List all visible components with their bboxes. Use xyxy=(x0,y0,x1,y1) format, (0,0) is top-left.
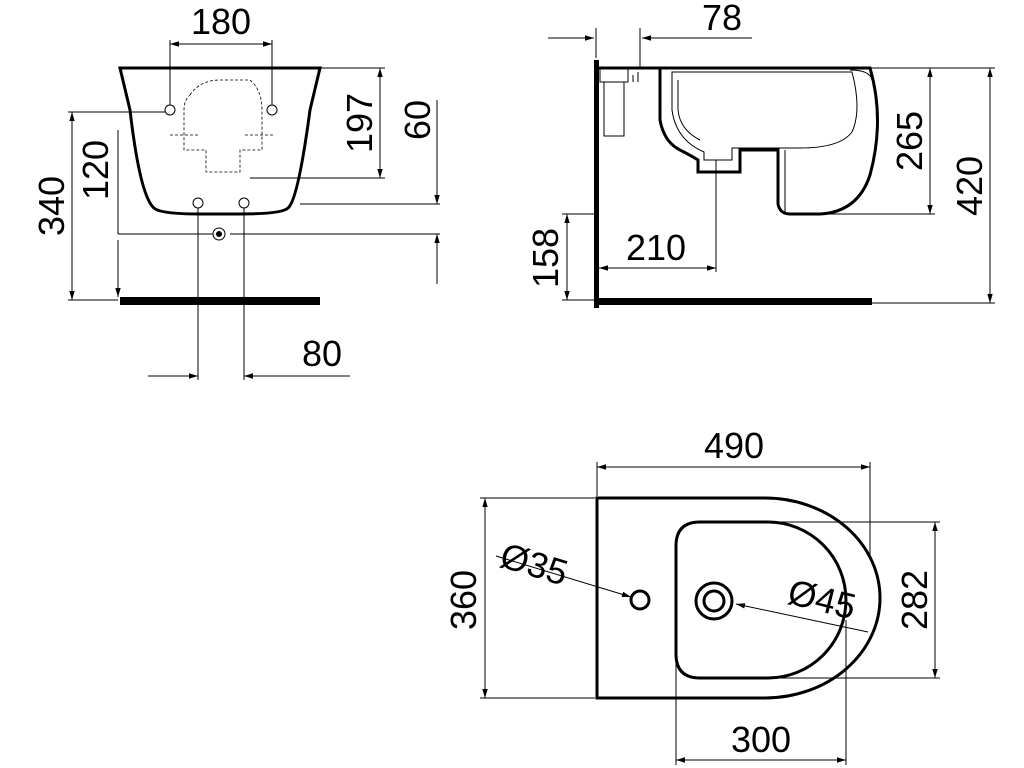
side-floor-line xyxy=(594,298,872,305)
front-dim-60: 60 xyxy=(397,100,438,140)
side-dim-265: 265 xyxy=(889,111,930,171)
front-supply-hole-fill xyxy=(216,231,222,237)
side-dim-210: 210 xyxy=(626,227,686,268)
top-dim-282: 282 xyxy=(894,570,935,630)
top-dim-45: Ø45 xyxy=(784,571,860,627)
side-dim-78: 78 xyxy=(702,0,742,38)
side-body-outline xyxy=(599,66,879,216)
front-floor-line xyxy=(120,297,320,305)
top-leader-45 xyxy=(735,603,869,633)
top-body-outline xyxy=(595,496,882,700)
front-hole-bottom-right xyxy=(238,197,250,209)
front-bowl-outline xyxy=(118,66,322,216)
front-dim-197: 197 xyxy=(339,93,380,153)
top-dim-35: Ø35 xyxy=(496,534,573,593)
front-hole-bottom-left xyxy=(192,197,204,209)
side-bowl-inner xyxy=(671,71,858,161)
front-dim-180: 180 xyxy=(191,1,251,42)
front-hidden-cavity xyxy=(183,79,263,173)
side-dim-158: 158 xyxy=(525,228,566,288)
top-leader-35 xyxy=(495,555,632,598)
top-bowl-outline xyxy=(674,520,848,680)
front-view: 180 197 60 340 120 80 xyxy=(31,1,440,380)
side-dim-420: 420 xyxy=(949,156,990,216)
side-wall-line xyxy=(594,60,599,308)
front-fixing-hole-left xyxy=(164,104,176,116)
top-dim-360: 360 xyxy=(443,570,484,630)
side-mounting-block xyxy=(599,67,629,83)
top-drain-inner xyxy=(702,589,726,613)
front-fixing-hole-right xyxy=(266,104,278,116)
side-rim xyxy=(849,69,873,81)
side-view: 78 265 420 158 210 xyxy=(525,0,995,308)
front-dim-120: 120 xyxy=(75,140,116,200)
top-dim-490: 490 xyxy=(704,425,764,466)
front-dim-80: 80 xyxy=(302,333,342,374)
top-view: 490 360 282 300 Ø35 Ø45 xyxy=(443,425,940,765)
top-drain-outer xyxy=(694,581,734,621)
side-mount-bracket xyxy=(603,81,625,137)
front-dim-340: 340 xyxy=(31,176,72,236)
side-bowl-inner2 xyxy=(677,80,701,141)
top-tap-hole xyxy=(629,589,651,611)
top-dim-300: 300 xyxy=(731,719,791,760)
